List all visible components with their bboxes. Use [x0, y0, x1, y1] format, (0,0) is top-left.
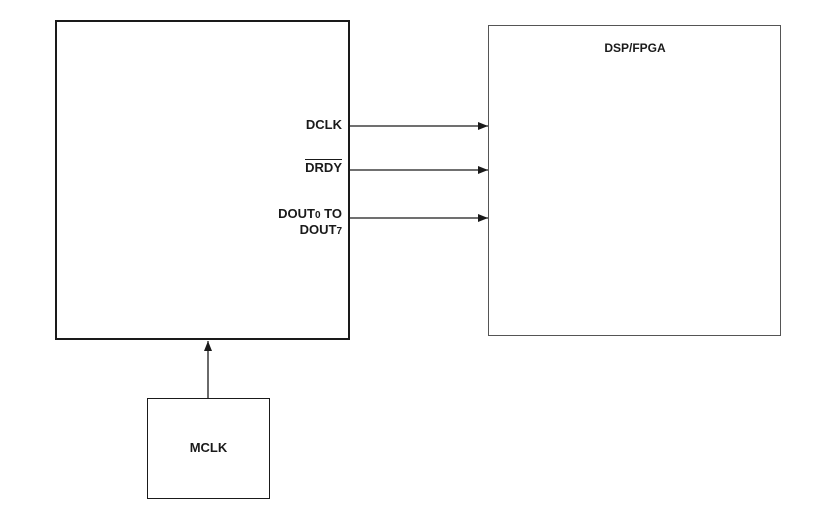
mclk-block — [147, 398, 270, 499]
dout-label-line1: DOUT0 TO — [278, 206, 342, 222]
dclk-label: DCLK — [305, 117, 342, 132]
mclk-label: MCLK — [189, 440, 228, 455]
dout-label-line2: DOUT7 — [299, 222, 342, 238]
dout-label: DOUT0 TO DOUT7 — [220, 207, 342, 239]
drdy-label-text: DRDY — [305, 159, 342, 175]
drdy-label: DRDY — [260, 159, 342, 175]
dsp-fpga-block — [488, 25, 781, 336]
adc-block — [55, 20, 350, 340]
dsp-fpga-label: DSP/FPGA — [604, 41, 666, 55]
